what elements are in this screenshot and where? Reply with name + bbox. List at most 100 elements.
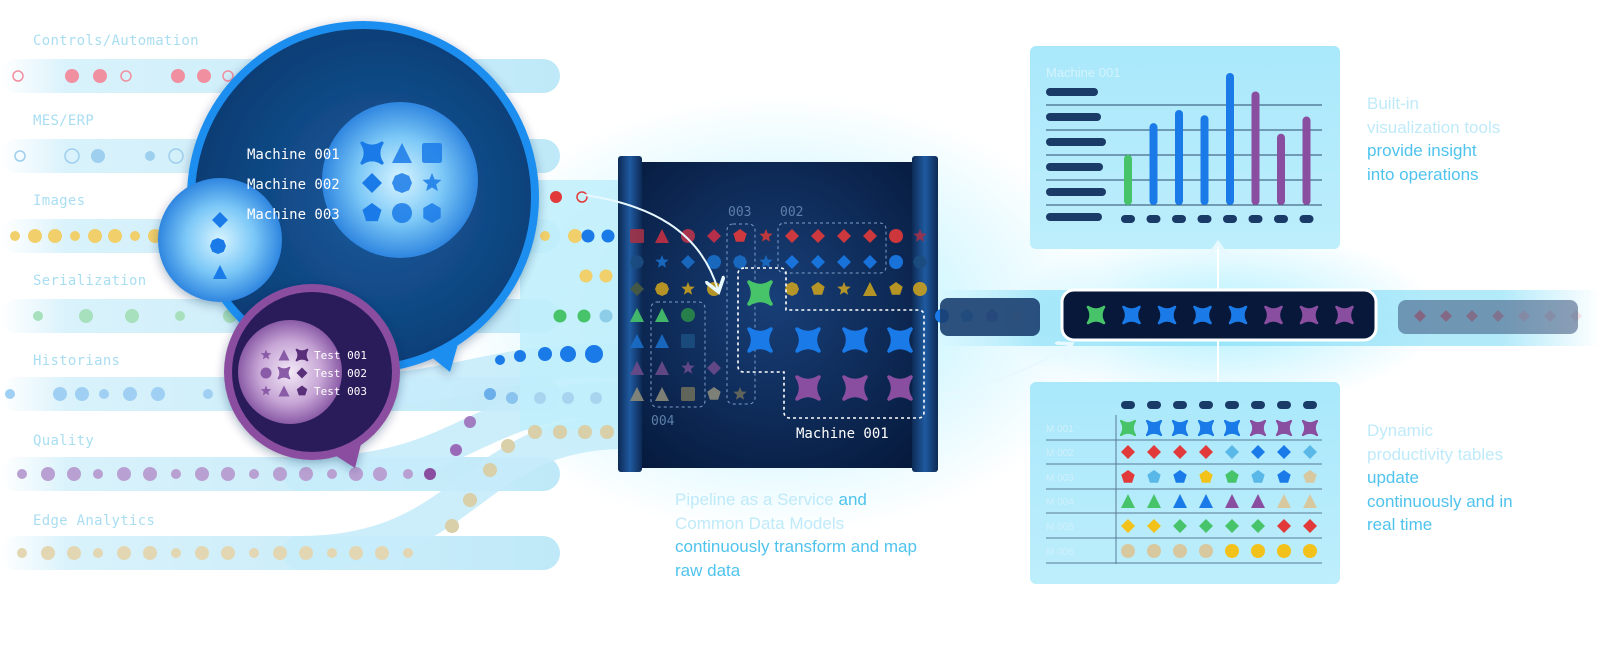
pipeline-machine-label: Machine 001 [796,426,889,442]
circle-shape [540,231,550,241]
bar [1175,109,1183,205]
triangle-shape [392,143,412,163]
pipeline-group-004: 004 [651,414,675,429]
diamond-shape [863,229,877,243]
square-shape [681,334,695,348]
test-label-2: Test 002 [314,367,367,380]
circle-shape [403,548,413,558]
column-pill [1147,401,1161,409]
triangle-shape [630,308,644,322]
circle-shape [99,389,109,399]
group-outline [726,223,756,405]
circle-shape [67,546,81,560]
circle-shape [249,469,259,479]
pentagon-shape [1225,470,1239,483]
diamond-shape [1303,519,1317,533]
diamond-shape [707,361,721,375]
circle-shape [93,469,103,479]
circle-shape [171,469,181,479]
circle-shape [889,229,903,243]
circle-shape [143,546,157,560]
circle-shape [130,231,140,241]
circle-shape [889,255,903,269]
legend-bar [1046,88,1098,96]
circle-shape [484,388,496,400]
bar [1226,73,1234,205]
circle-shape [424,468,436,480]
flow-arrow-in [584,194,718,290]
circle-shape [600,425,614,439]
quatrefoil-shape [1275,419,1293,437]
circle-shape [1251,544,1265,558]
circle-shape [581,229,595,243]
quatrefoil-shape [1249,419,1267,437]
source-label-mes: MES/ERP [33,113,95,129]
feeder-zone [520,180,630,430]
bar-label-pill [1172,215,1186,223]
circle-shape [221,546,235,560]
diamond-shape [1303,445,1317,459]
circle-shape [17,548,27,558]
circle-shape [70,231,80,241]
triangle-shape [1251,494,1265,508]
pentagon-shape [811,282,825,295]
diamond-shape [296,367,308,379]
circle-shape [599,309,613,323]
star-shape [681,282,695,295]
star-shape [913,229,927,242]
circle-shape [67,467,81,481]
octagon-shape [655,282,669,296]
circle-shape [1277,544,1291,558]
star-shape [260,385,272,396]
circle-shape [260,367,272,379]
source-label-images: Images [33,193,86,209]
circle-shape [1147,544,1161,558]
star-shape [681,361,695,374]
machine-label-2: Machine 002 [247,177,340,193]
bar [1251,91,1260,205]
diamond-shape [630,282,644,296]
quatrefoil-shape [747,280,773,306]
bar [1277,133,1285,205]
diamond-shape [811,229,825,243]
circle-shape [568,229,582,243]
circle-shape [707,255,721,269]
square-shape [681,387,695,401]
test-label-3: Test 003 [314,385,367,398]
quatrefoil-shape [1171,419,1189,437]
triangle-shape [863,282,877,296]
legend-bar [1046,213,1102,221]
circle-shape [560,346,576,362]
quatrefoil-shape [1157,305,1177,325]
quatrefoil-shape [360,141,384,165]
diamond-shape [1225,445,1239,459]
bar-chart-panel [1030,46,1340,249]
triangle-shape [630,361,644,375]
circle-shape [514,350,526,362]
feeder-band [283,415,642,570]
source-label-controls: Controls/Automation [33,33,199,49]
quatrefoil-shape [887,327,913,353]
star-shape [422,173,442,192]
caption-pipeline-highlight-2: Common Data Models [675,513,845,533]
circle-shape [681,308,695,322]
circle-shape [534,392,546,404]
circle-shape [79,309,93,323]
circle-shape [445,519,459,533]
circle-shape [93,548,103,558]
diamond-shape [681,255,695,269]
source-label-historians: Historians [33,353,121,369]
circle-shape [249,548,259,558]
circle-shape [299,467,313,481]
row-label: M 004 [1046,497,1074,508]
circle-shape [117,467,131,481]
triangle-shape [1277,494,1291,508]
circle-shape [553,309,567,323]
column-pill [1199,401,1213,409]
circle-shape [197,69,211,83]
pentagon-shape [296,385,308,396]
flow-arrow-out [944,345,1070,396]
diamond-shape [1251,445,1265,459]
circle-shape [601,229,615,243]
